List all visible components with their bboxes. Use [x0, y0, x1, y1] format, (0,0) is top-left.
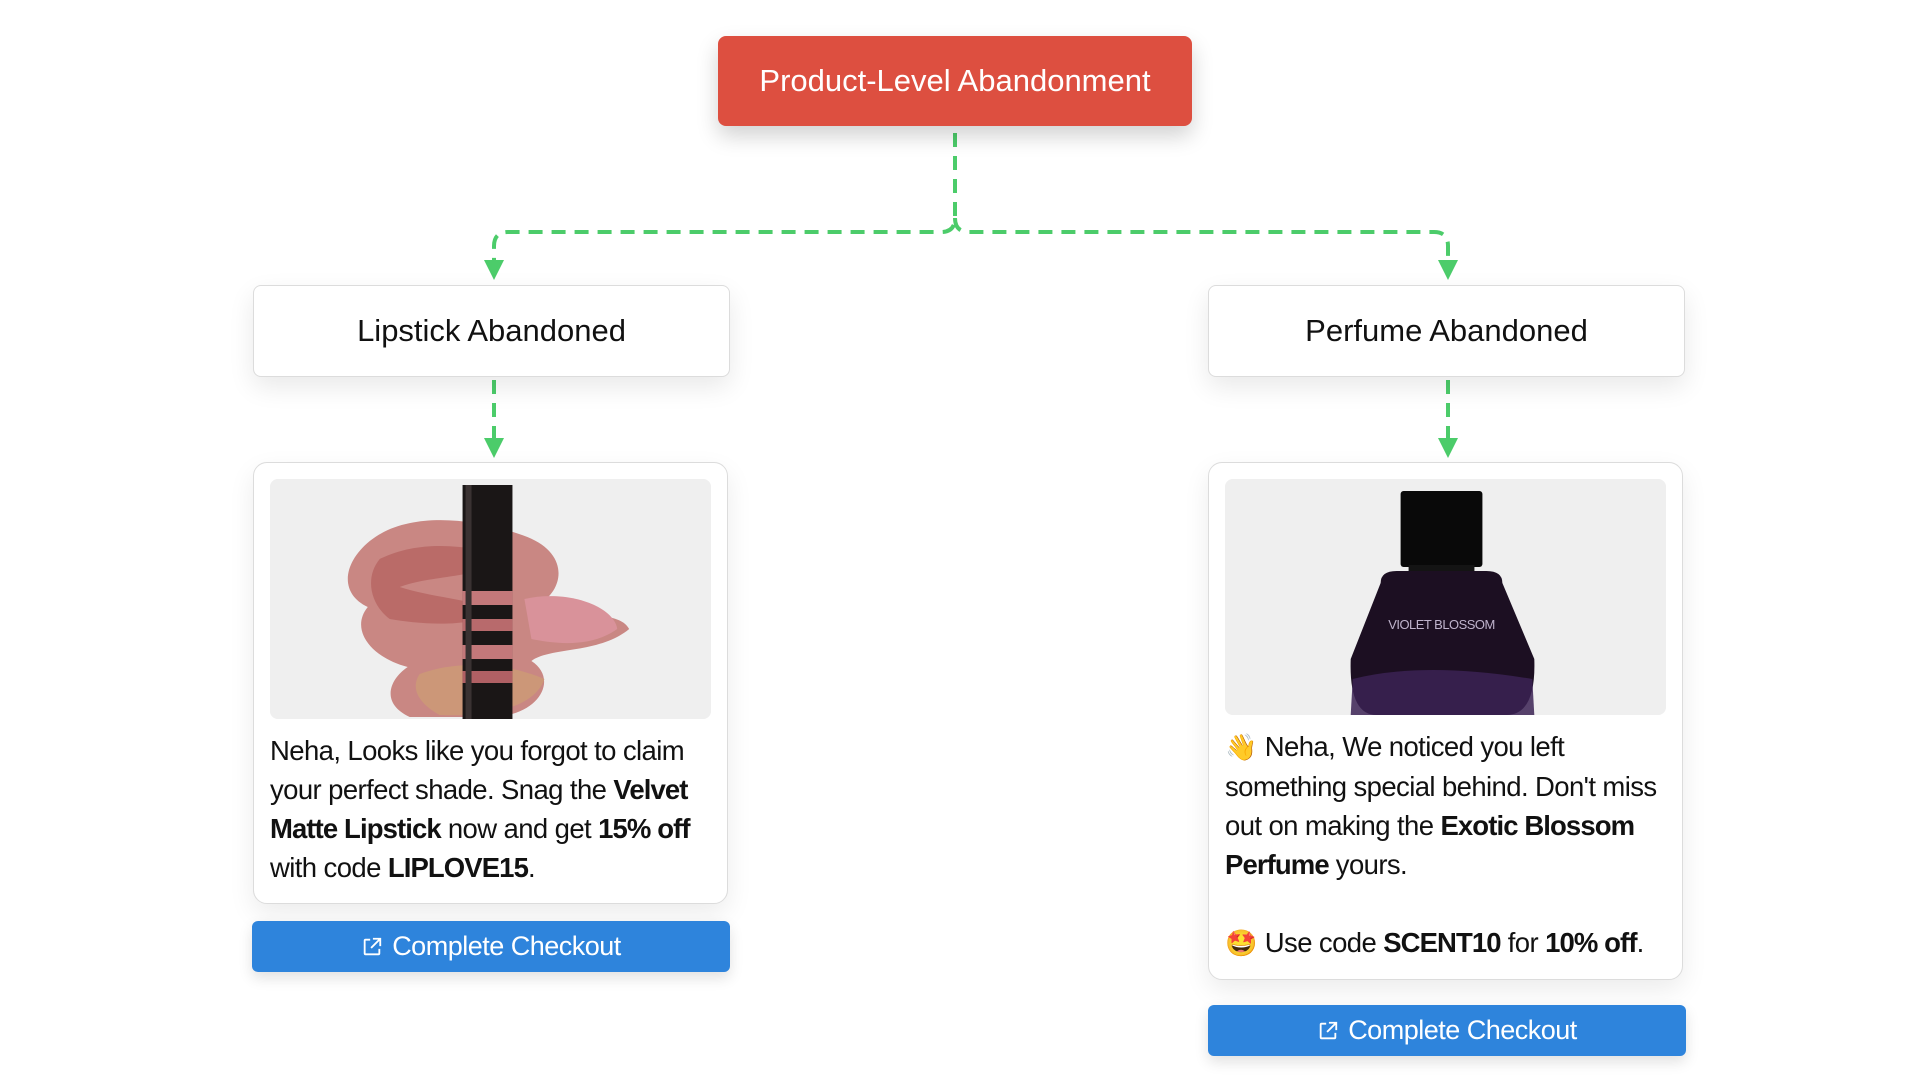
bold-text: SCENT10 [1383, 927, 1501, 958]
emoji-icon: 🤩 [1225, 928, 1257, 958]
text-segment: now and get [440, 813, 599, 844]
button-label: Complete Checkout [392, 931, 621, 961]
text-segment: . [1636, 927, 1645, 958]
text-segment: . [527, 852, 536, 883]
perfume-bottle-icon: VIOLET BLOSSOM [1225, 479, 1666, 715]
button-label: Complete Checkout [1348, 1015, 1577, 1045]
text-segment: for [1500, 927, 1546, 958]
branch-label: Lipstick Abandoned [357, 313, 626, 348]
complete-checkout-button-lipstick[interactable]: Complete Checkout [252, 921, 730, 972]
bold-text: Exotic Blossom Perfume [1225, 810, 1635, 880]
perfume-product-image: VIOLET BLOSSOM [1225, 479, 1666, 715]
text-segment: Use code [1264, 927, 1384, 958]
bold-text: 15% off [598, 813, 690, 844]
root-node: Product-Level Abandonment [718, 36, 1192, 126]
text-segment: Neha, We noticed you left something spec… [1225, 731, 1657, 841]
paragraph-gap [1225, 884, 1666, 923]
text-segment: yours. [1328, 849, 1408, 880]
text-segment: Neha, Looks like you forgot to claim you… [270, 735, 685, 805]
complete-checkout-button-perfume[interactable]: Complete Checkout [1208, 1005, 1686, 1056]
message-card-lipstick: Neha, Looks like you forgot to claim you… [253, 462, 728, 904]
branch-label: Perfume Abandoned [1305, 313, 1588, 348]
message-card-perfume: VIOLET BLOSSOM 👋Neha, We noticed you lef… [1208, 462, 1683, 980]
branch-node-perfume: Perfume Abandoned [1208, 285, 1685, 377]
bold-text: Velvet Matte Lipstick [270, 774, 688, 844]
branch-node-lipstick: Lipstick Abandoned [253, 285, 730, 377]
text-segment: with code [270, 852, 388, 883]
emoji-icon: 👋 [1225, 732, 1257, 762]
bottle-label: VIOLET BLOSSOM [1388, 617, 1495, 632]
message-text: 👋Neha, We noticed you left something spe… [1225, 727, 1666, 963]
external-link-icon [363, 937, 382, 955]
lipstick-photo-icon [270, 479, 711, 719]
lipstick-product-image [270, 479, 711, 719]
root-label: Product-Level Abandonment [759, 63, 1151, 98]
connector-root-down [484, 133, 957, 280]
bold-text: LIPLOVE15 [387, 852, 529, 883]
external-link-icon [1319, 1021, 1338, 1039]
message-text: Neha, Looks like you forgot to claim you… [270, 731, 711, 887]
connector-root-right [953, 217, 1458, 280]
bold-text: 10% off [1545, 927, 1637, 958]
